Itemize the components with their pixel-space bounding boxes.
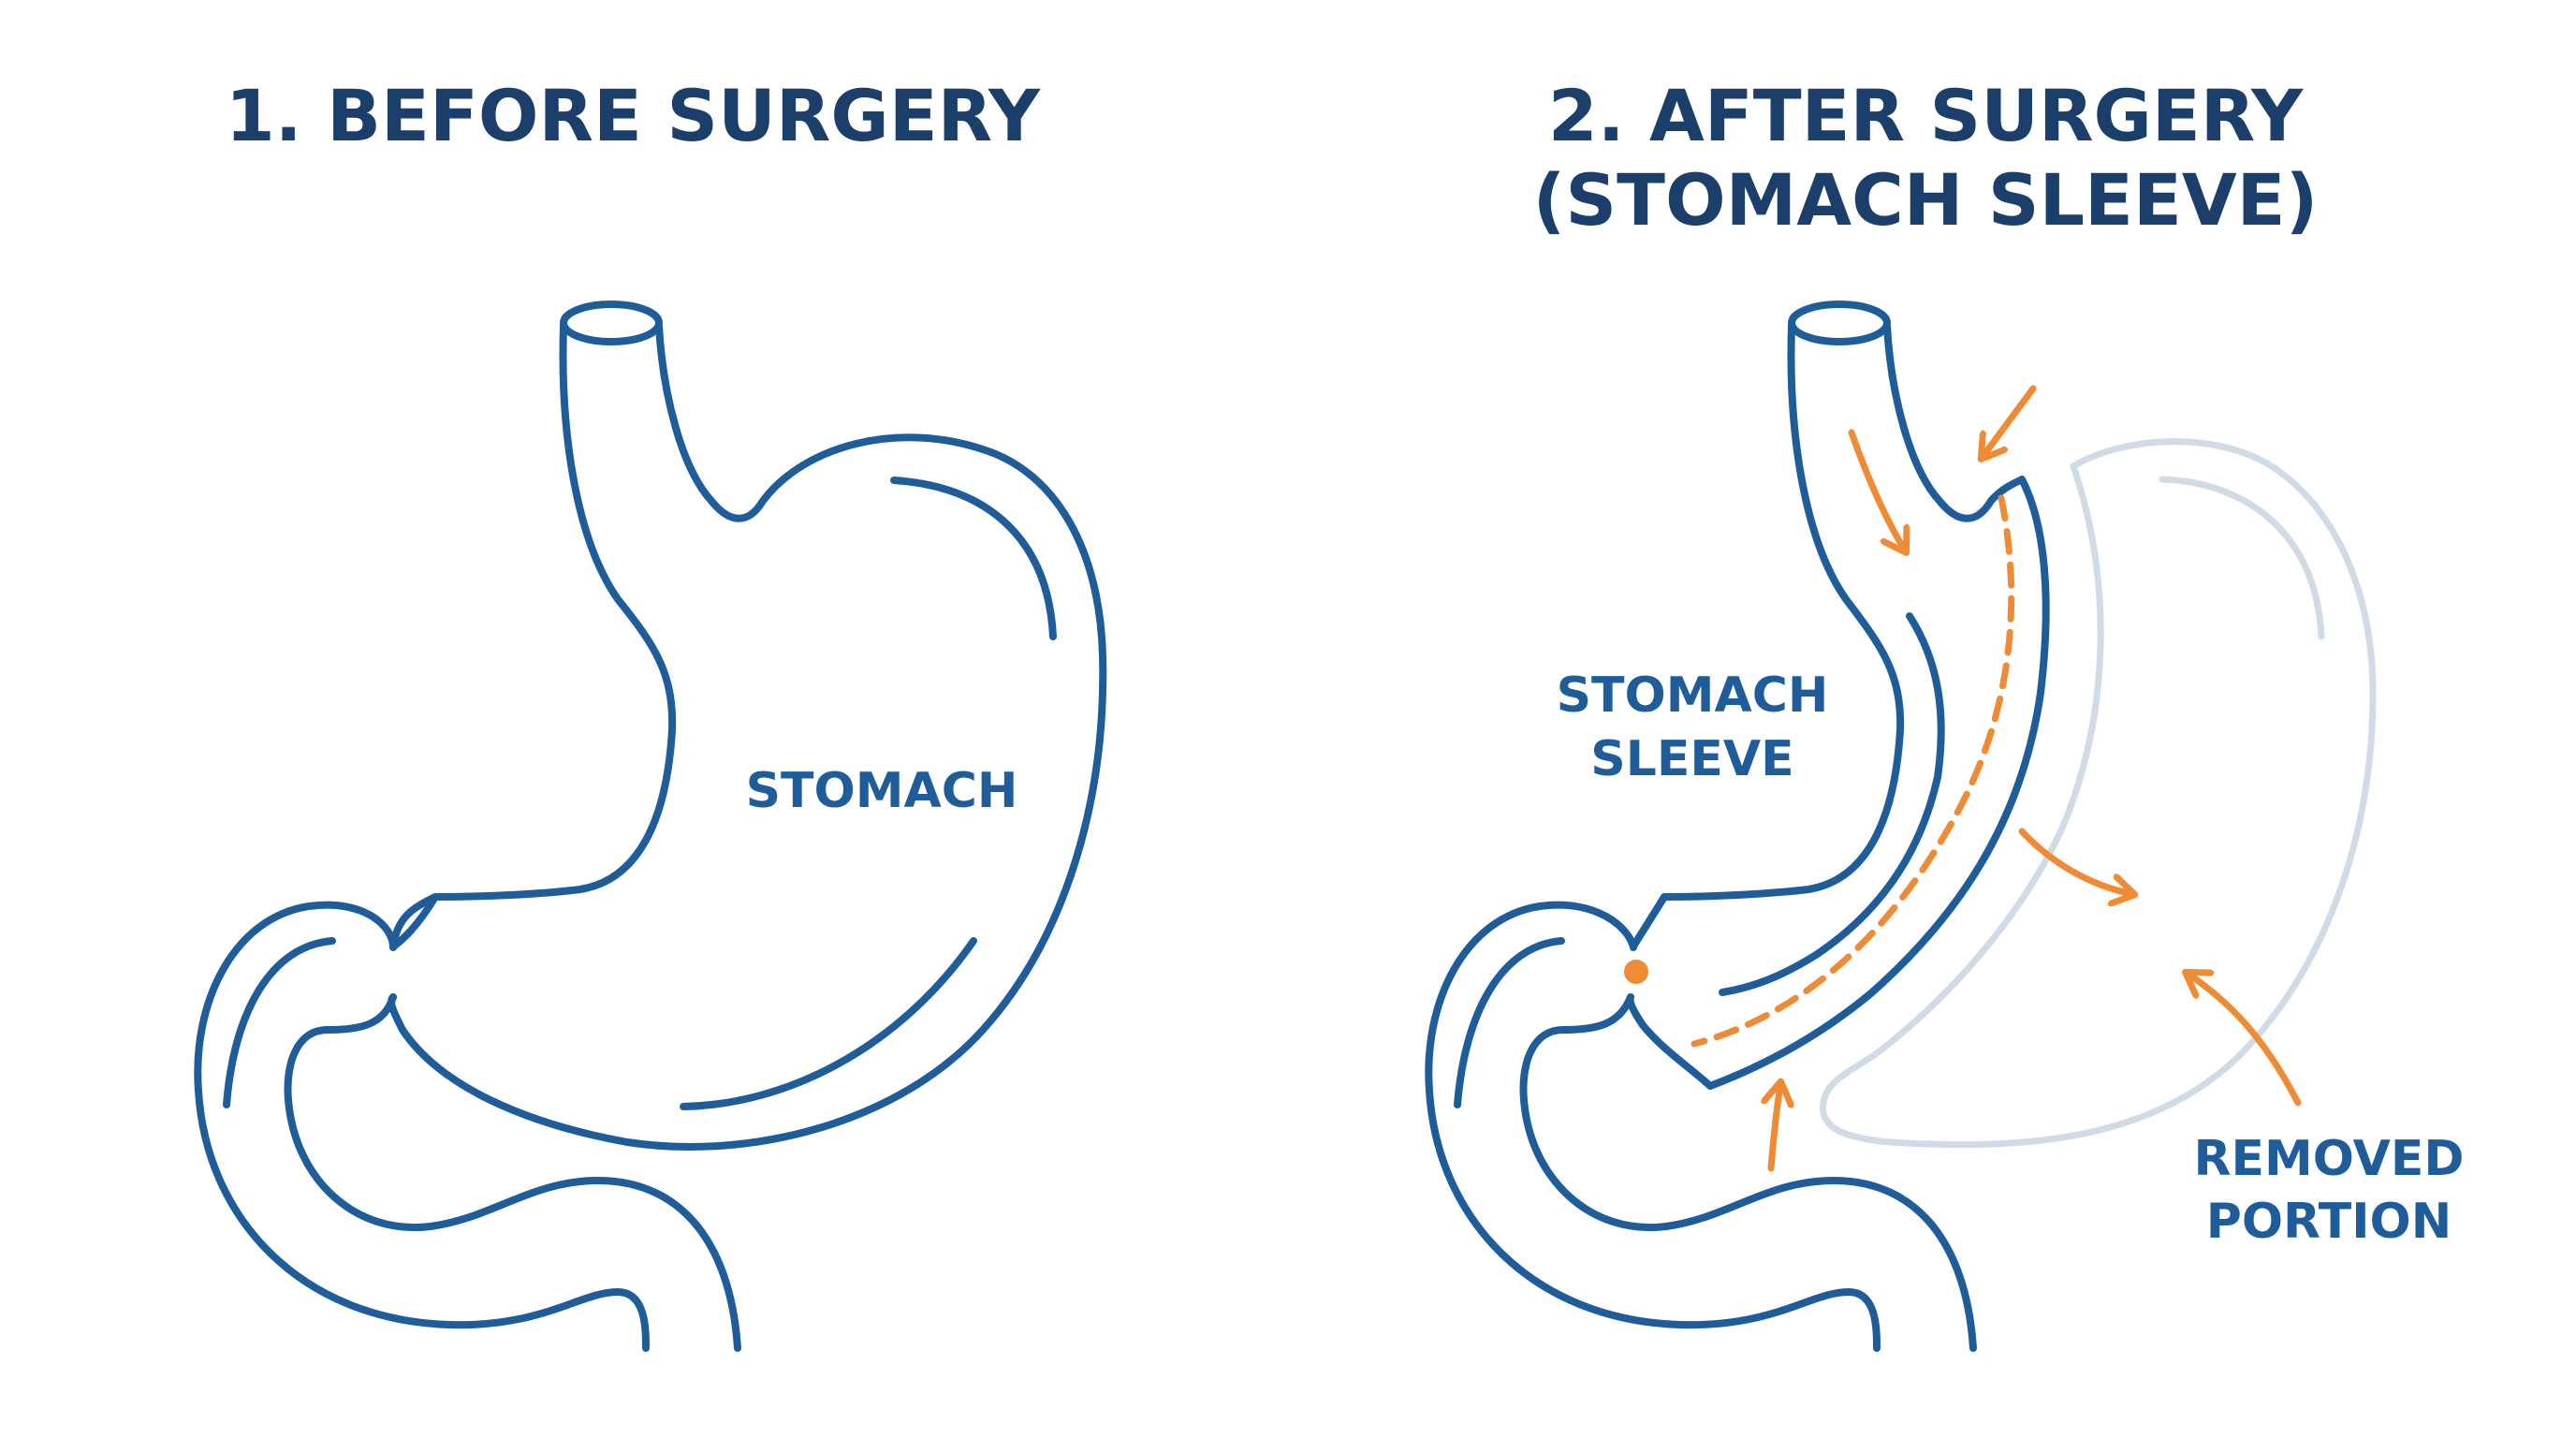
duodenum-inner-contour: [223, 937, 336, 1108]
esophagus-left-wall: [432, 322, 677, 901]
duodenum-inner-contour-after: [1454, 937, 1565, 1108]
stomach-inner-contour-top: [890, 477, 1057, 640]
duodenum-outer: [194, 893, 650, 1352]
arrow-down-esophagus: [1848, 429, 1905, 550]
staple-line: [1690, 494, 2015, 1048]
pylorus-marker: [1624, 960, 1648, 984]
before-stomach-label: STOMACH: [746, 763, 1018, 819]
esophagus-left-wall-after: [1661, 322, 1905, 901]
after-panel: 2. AFTER SURGERY (STOMACH SLEEVE): [1425, 74, 2465, 1352]
removed-portion-outline: [1820, 438, 2377, 1149]
arrow-up-bottom: [1771, 1084, 1780, 1172]
esophagus-opening: [560, 301, 663, 345]
removed-label-line1: REMOVED: [2193, 1131, 2464, 1187]
before-title: 1. BEFORE SURGERY: [226, 74, 1041, 157]
arrow-removed-portion: [2188, 974, 2302, 1107]
sleeve-outer-wall: [1626, 322, 2050, 1090]
arrow-into-fundus: [1983, 385, 2037, 457]
removed-label-line2: PORTION: [2206, 1194, 2452, 1250]
before-stomach-illustration: [194, 301, 1107, 1352]
sleeve-inner-contour: [1719, 612, 1945, 996]
duodenum-inner: [284, 993, 741, 1352]
stomach-inner-contour-bottom: [680, 937, 977, 1110]
sleeve-label-line1: STOMACH: [1557, 668, 1829, 724]
removed-portion-inner-contour: [2159, 476, 2325, 640]
duodenum-inner-after: [1519, 993, 1977, 1352]
after-title-line1: 2. AFTER SURGERY: [1548, 74, 2304, 157]
removed-portion-illustration: [1820, 438, 2377, 1149]
duodenum-pylorus: [389, 893, 439, 949]
before-panel: 1. BEFORE SURGERY STOMACH: [194, 74, 1107, 1352]
esophagus-opening-after: [1788, 301, 1891, 345]
duodenum-outer-after: [1425, 893, 1881, 1352]
stomach-outer-wall: [388, 322, 1107, 1151]
after-sleeve-illustration: [1425, 301, 2050, 1352]
arrow-out-right: [2018, 828, 2132, 894]
after-arrows: [1771, 385, 2302, 1172]
sleeve-label-line2: SLEEVE: [1590, 731, 1793, 787]
after-title-line2: (STOMACH SLEEVE): [1533, 158, 2319, 242]
